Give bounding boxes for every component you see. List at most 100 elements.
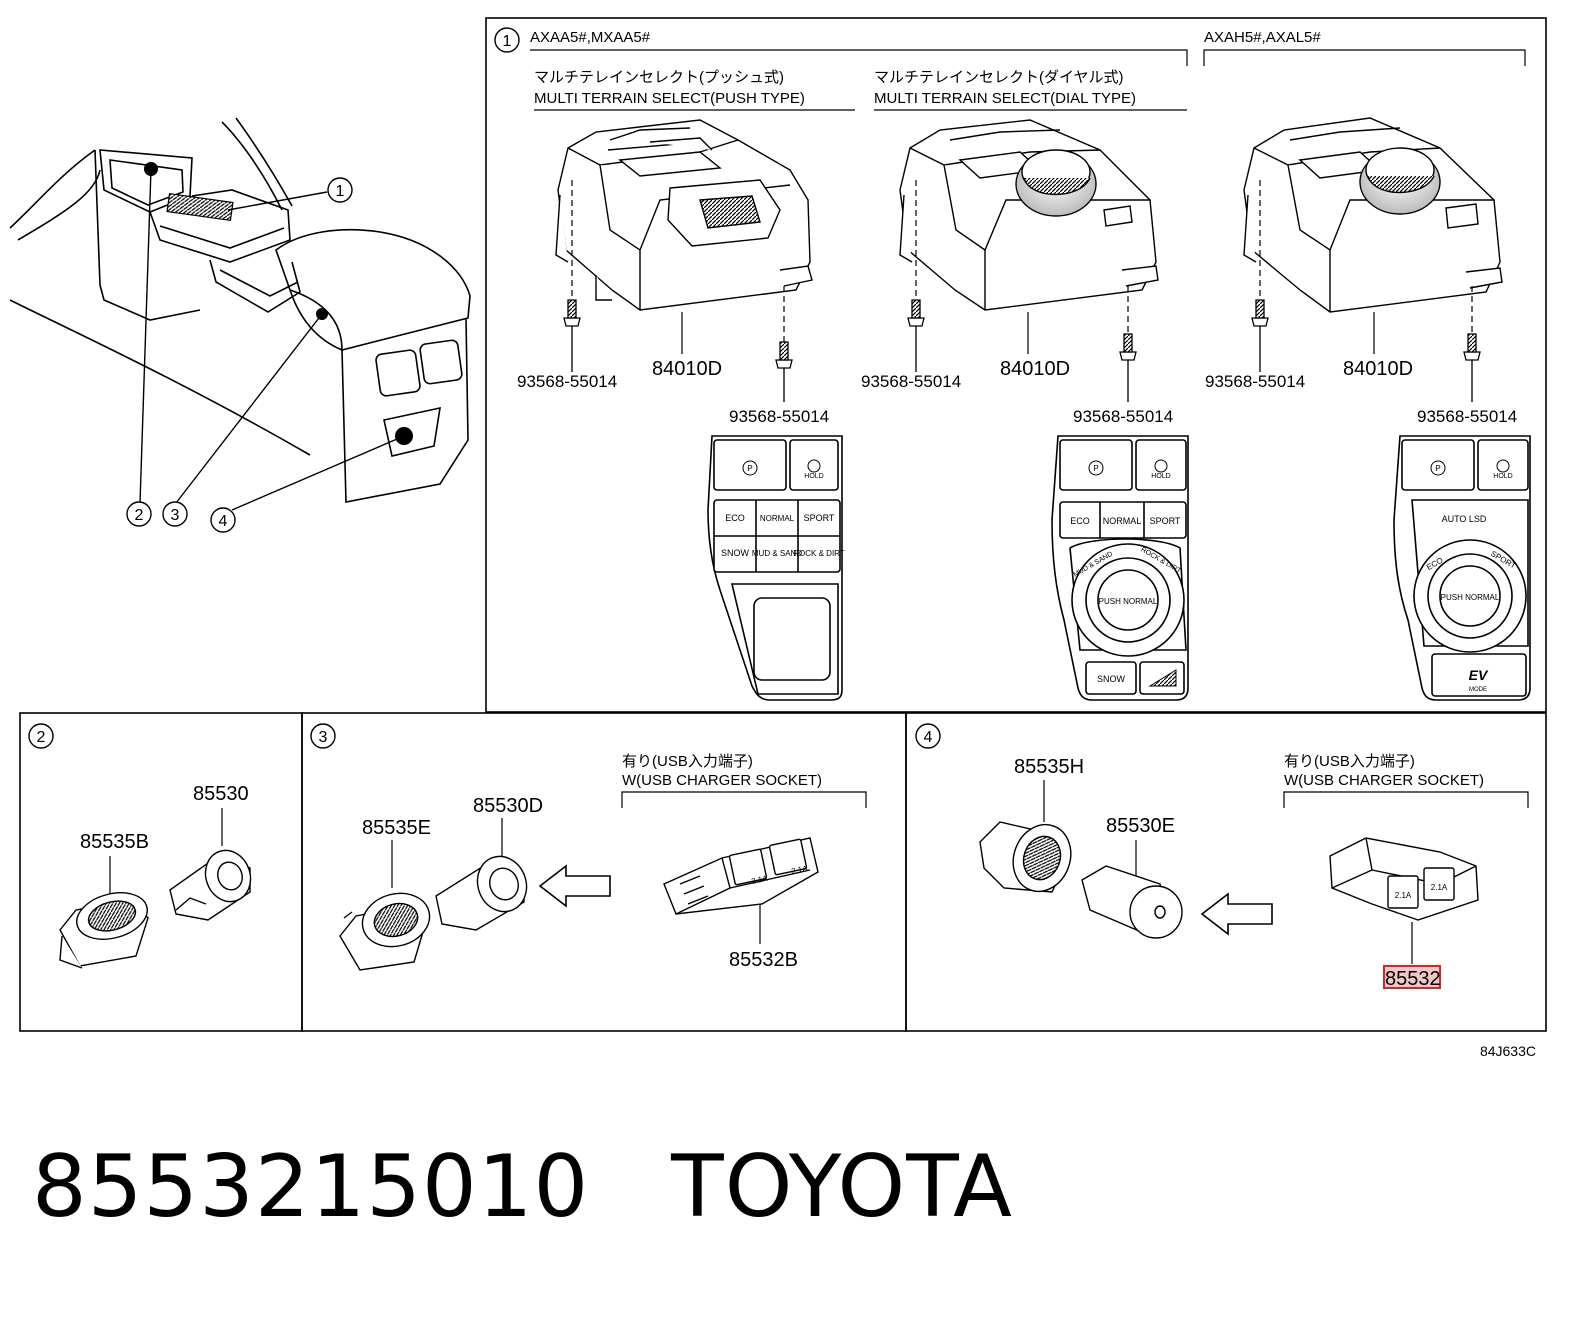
unit-a-hold-label: HOLD [804,473,823,480]
unit-b-btn-normal: NORMAL [1103,516,1142,526]
unit-a-bolt-left [563,299,581,372]
panel-1-index: 1 [494,27,520,53]
unit-a-switch-module [555,119,813,311]
svg-text:4: 4 [219,513,228,530]
part-caption: 8553215010 TOYOTA [32,1132,1013,1242]
svg-text:2.1A: 2.1A [791,864,810,876]
unit-a-title-jp: マルチテレインセレクト(プッシュ式) [534,69,784,86]
panel-4-usb-illustration [1329,837,1479,921]
unit-a-bolt-left-part: 93568-55014 [517,372,617,391]
unit-a-btn-sport: SPORT [804,513,835,523]
unit-b-btn-eco: ECO [1070,516,1090,526]
unit-b-bolt-left-part: 93568-55014 [861,372,961,391]
panel-3-plug-part: 85530D [473,795,543,817]
unit-a-btn-eco: ECO [725,513,745,523]
highlighted-part-marker [1383,965,1441,989]
panel-3-index: 3 [310,723,336,749]
panel-1-frame [485,17,1547,713]
panel-4-option-jp: 有り(USB入力端子) [1284,753,1415,770]
unit-c-btn-ev: EV [1469,667,1489,683]
unit-c-bolt-left-part: 93568-55014 [1205,372,1305,391]
panel-3-plug-illustration [435,855,528,931]
diagram-code: 84J633C [1480,1043,1536,1059]
unit-b-bolt-left [907,299,925,372]
unit-b-btn-snow: SNOW [1097,674,1126,684]
panel-2-socket-part: 85535B [80,831,149,853]
panel-4-index: 4 [915,723,941,749]
svg-text:P: P [747,464,752,473]
panel-3-usb-part: 85532B [729,949,798,971]
svg-text:P: P [1435,464,1440,473]
unit-b-part-number: 84010D [1000,358,1070,380]
unit-c-bolt-right [1463,333,1481,402]
unit-c-btn-auto-lsd: AUTO LSD [1442,514,1487,524]
unit-b-title-en: MULTI TERRAIN SELECT(DIAL TYPE) [874,90,1136,107]
panel-3-socket-part: 85535E [362,817,431,839]
panel-2-plug-illustration [169,849,252,921]
unit-a-title-en: MULTI TERRAIN SELECT(PUSH TYPE) [534,90,805,107]
unit-a-bolt-right-part: 93568-55014 [729,407,829,426]
panel-3-usb-illustration [663,837,819,915]
callout-2: 2 [126,501,152,527]
unit-b-btn-push-normal: PUSH NORMAL [1099,597,1158,606]
unit-a-btn-normal: NORMAL [760,514,795,523]
unit-b-btn-sport: SPORT [1150,516,1181,526]
group-bracket-right [1203,49,1526,66]
caption-brand: TOYOTA [671,1137,1013,1237]
svg-text:3: 3 [171,507,180,524]
unit-a-bolt-right [775,341,793,402]
unit-c-bolt-right-part: 93568-55014 [1417,407,1517,426]
group-bracket-left [530,49,1188,66]
unit-c-switch-module [1243,117,1503,313]
unit-b-switch-module [899,119,1159,311]
panel-2-frame [19,712,303,1032]
panel-2-index: 2 [28,723,54,749]
svg-text:P: P [1093,464,1098,473]
unit-b-hold-label: HOLD [1151,473,1170,480]
panel-4-plug-illustration [1081,865,1183,939]
panel-4-replace-arrow [1200,892,1273,936]
callout-4: 4 [210,507,236,533]
svg-text:3: 3 [319,729,328,746]
svg-text:2: 2 [37,729,46,746]
unit-c-part-number: 84010D [1343,358,1413,380]
unit-a-btn-mud-sand: MUD & SAND [752,549,802,558]
svg-text:2.1A: 2.1A [1395,891,1412,900]
svg-text:1: 1 [503,33,512,50]
panel-4-plug-part: 85530E [1106,815,1175,837]
panel-2-plug-part: 85530 [193,783,249,805]
unit-c-btn-push-normal: PUSH NORMAL [1441,593,1500,602]
caption-part-number: 8553215010 [32,1137,590,1237]
unit-c-faceplate [1393,435,1531,701]
unit-c-btn-mode: MODE [1469,687,1487,693]
panel-4-option-en: W(USB CHARGER SOCKET) [1284,772,1484,789]
unit-b-faceplate [1051,435,1189,701]
svg-text:2.1A: 2.1A [751,874,770,886]
svg-text:2: 2 [135,507,144,524]
unit-a-btn-snow: SNOW [721,548,750,558]
group-label-right: AXAH5#,AXAL5# [1204,29,1321,46]
panel-4-usb-part: 85532 [1385,968,1441,990]
group-label-left: AXAA5#,MXAA5# [530,29,651,46]
callout-1: 1 [327,177,353,203]
panel-3-option-en: W(USB CHARGER SOCKET) [622,772,822,789]
callout-3: 3 [162,501,188,527]
unit-b-bolt-right-part: 93568-55014 [1073,407,1173,426]
unit-c-bolt-left [1251,299,1269,372]
unit-b-bolt-right [1119,333,1137,402]
unit-a-faceplate [707,435,843,701]
leader-lines [139,168,405,511]
panel-4-frame [905,712,1547,1032]
unit-a-part-number: 84010D [652,358,722,380]
multi-terrain-switch-location [166,192,234,222]
panel-2-socket-illustration [59,892,149,969]
unit-b-title-jp: マルチテレインセレクト(ダイヤル式) [874,69,1124,86]
panel-3-option-jp: 有り(USB入力端子) [622,753,753,770]
unit-a-btn-rock-dirt: ROCK & DIRT [793,549,845,558]
unit-c-hold-label: HOLD [1493,473,1512,480]
panel-4-socket-illustration [979,821,1072,893]
panel-4-socket-part: 85535H [1014,756,1084,778]
svg-text:2.1A: 2.1A [1431,883,1448,892]
panel-3-replace-arrow [538,864,611,908]
